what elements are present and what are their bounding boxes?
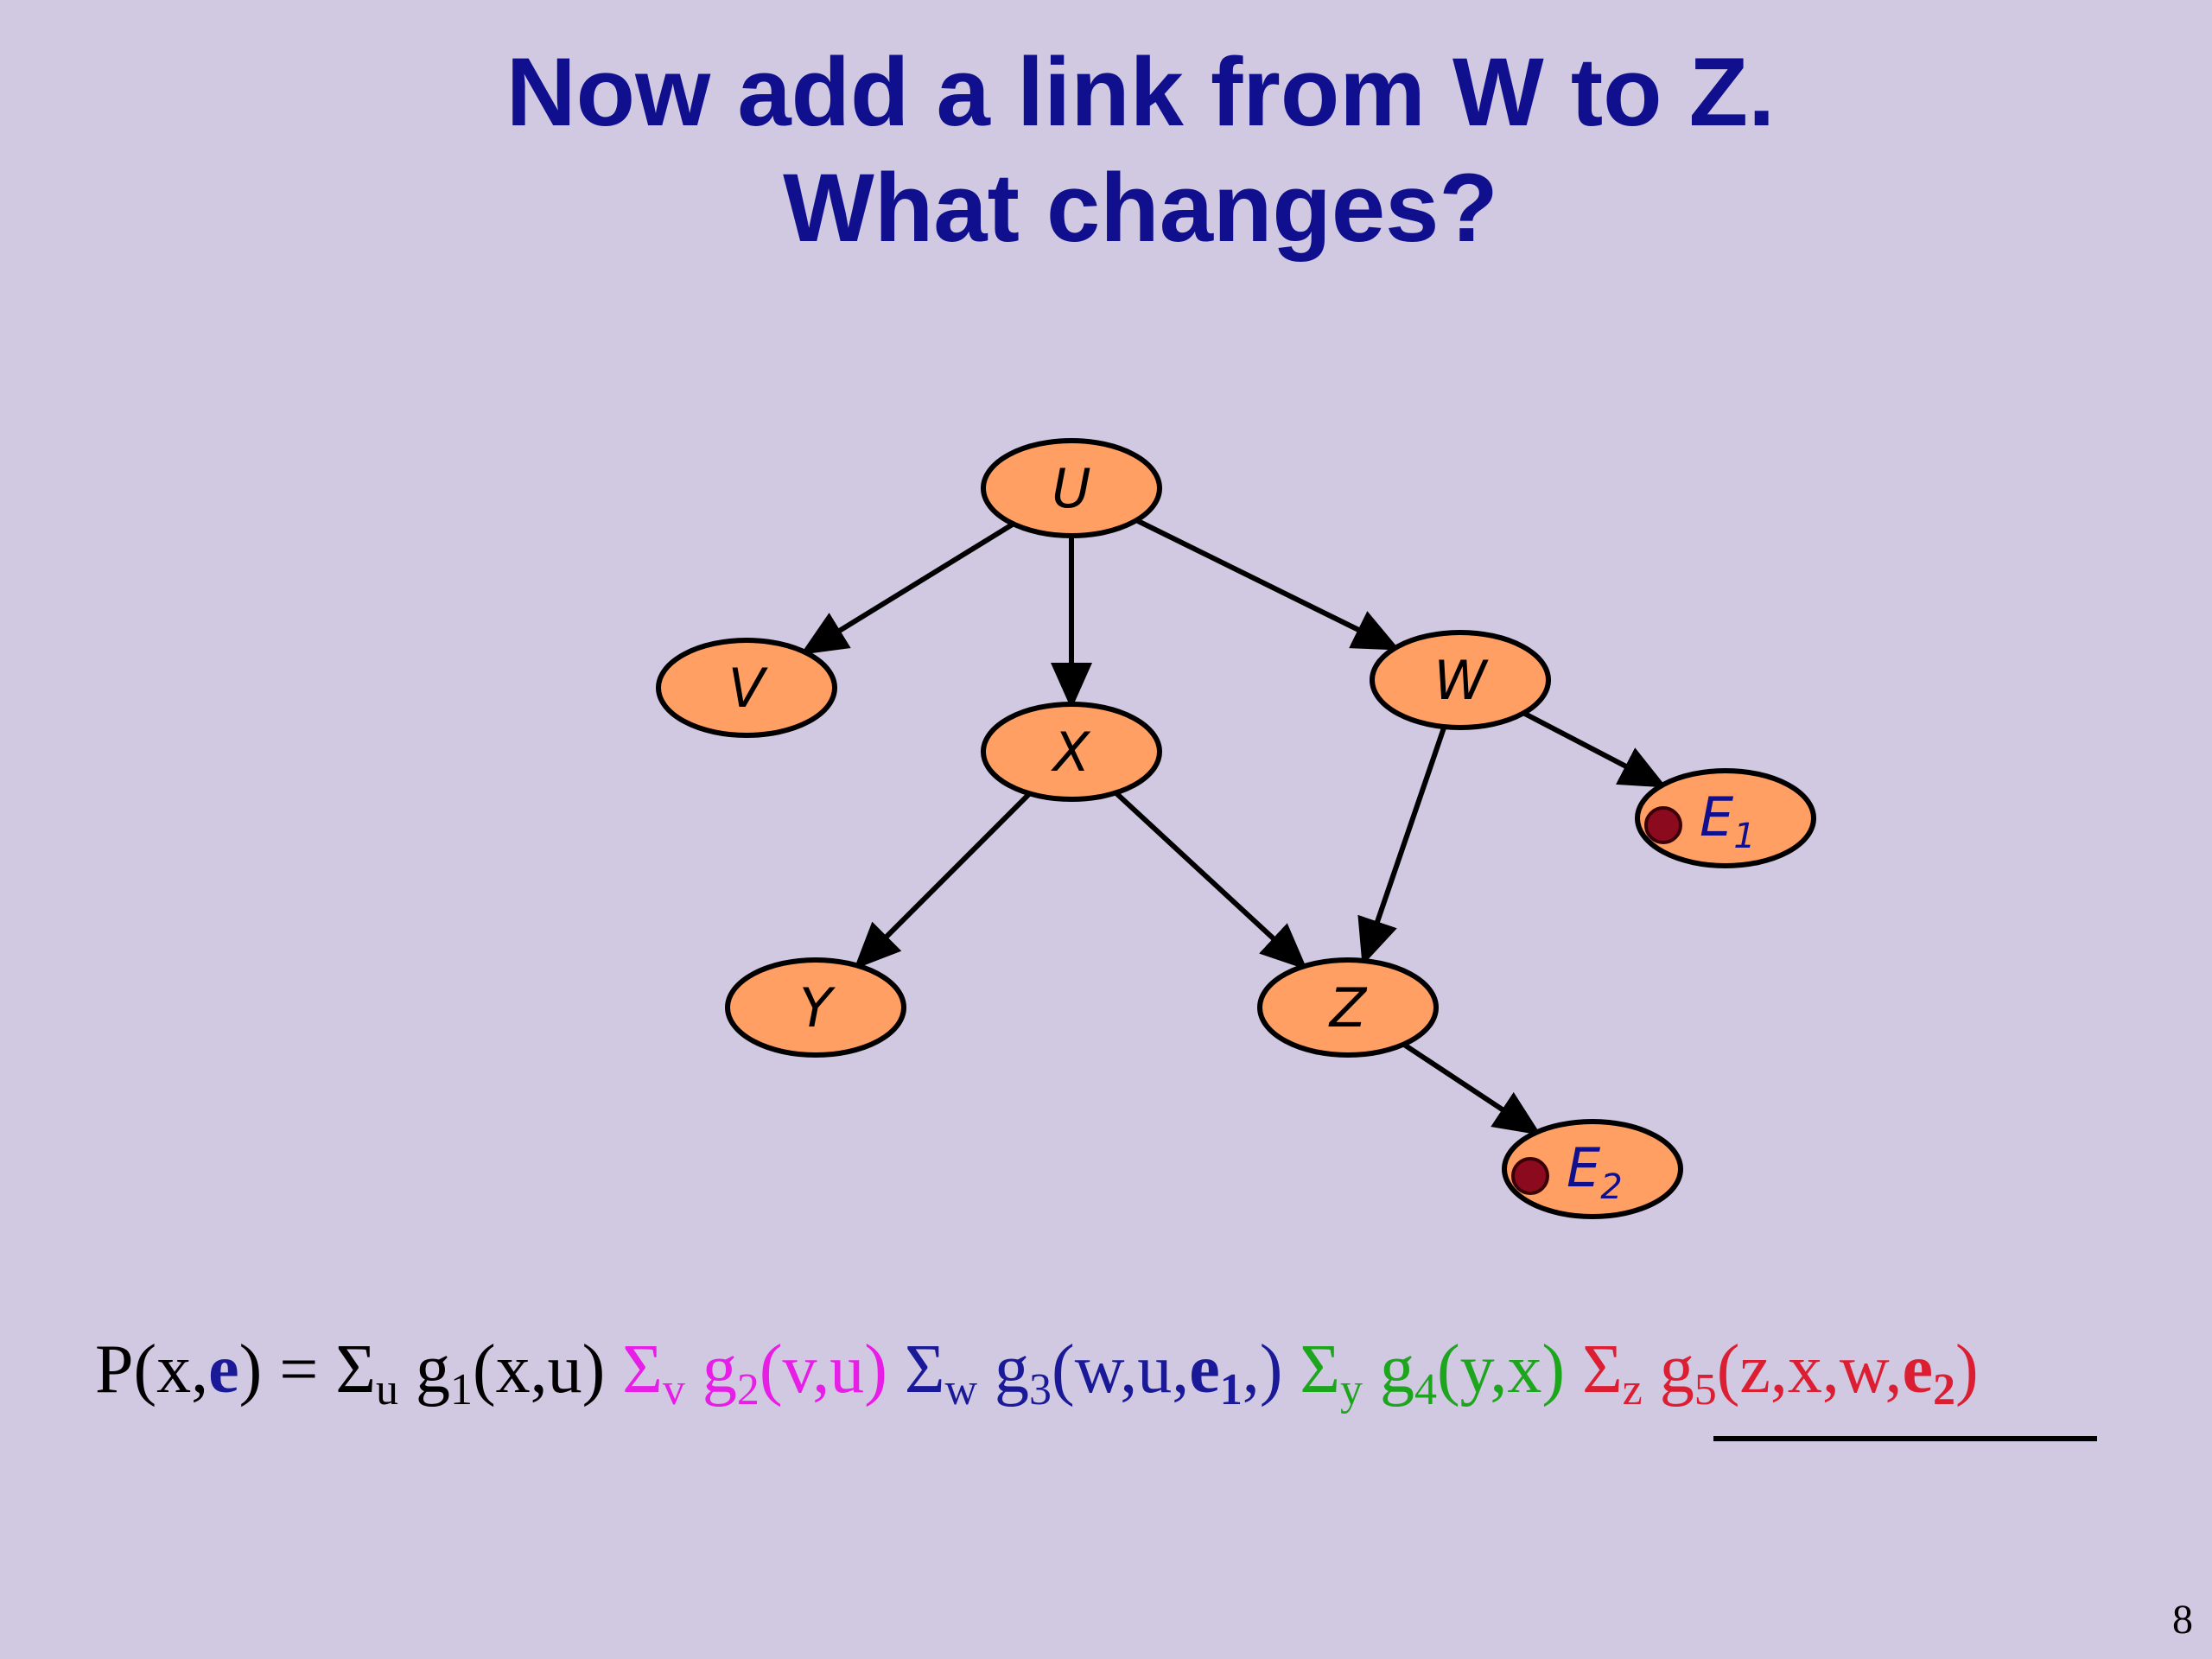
formula-term-p: P(x,e) = bbox=[95, 1332, 336, 1408]
edge-x-to-y bbox=[854, 791, 1032, 969]
node-label: U bbox=[1052, 457, 1090, 520]
formula-term-3: Σw g3(w,u,e1,) bbox=[904, 1332, 1300, 1414]
edge-x-to-z bbox=[1114, 791, 1308, 970]
node-e1: E1 bbox=[1635, 768, 1816, 868]
node-label: Y bbox=[799, 976, 836, 1039]
node-label: Z bbox=[1328, 976, 1368, 1039]
node-ellipse bbox=[981, 702, 1162, 802]
edge-w-to-z bbox=[1357, 726, 1447, 966]
edge-z-to-e2 bbox=[1402, 1042, 1541, 1135]
node-ellipse bbox=[1370, 630, 1551, 730]
node-u: U bbox=[981, 438, 1162, 538]
evidence-dot-icon bbox=[1511, 1157, 1549, 1195]
node-x: X bbox=[981, 702, 1162, 802]
node-label: V bbox=[728, 657, 769, 720]
node-e2: E2 bbox=[1502, 1119, 1683, 1219]
edge-w-to-e1 bbox=[1522, 710, 1667, 788]
node-ellipse bbox=[1502, 1119, 1683, 1219]
nodes: U V X W E1Y Z E2 bbox=[656, 438, 1816, 1219]
title-line-1: Now add a link from W to Z. bbox=[505, 38, 1776, 146]
node-ellipse bbox=[981, 438, 1162, 538]
slide-title: Now add a link from W to Z. What changes… bbox=[0, 35, 2212, 266]
page-number: 8 bbox=[2172, 1597, 2193, 1643]
edges bbox=[800, 518, 1667, 1135]
node-ellipse bbox=[1635, 768, 1816, 868]
node-ellipse bbox=[656, 638, 837, 738]
factorization-formula: P(x,e) = Σu g1(x,u) Σv g2(v,u) Σw g3(w,u… bbox=[95, 1322, 2169, 1417]
formula-term-2: Σv g2(v,u) bbox=[622, 1332, 905, 1414]
changed-term-underline bbox=[1713, 1436, 2097, 1441]
title-line-2: What changes? bbox=[783, 154, 1498, 262]
edge-u-to-w bbox=[1135, 518, 1401, 651]
node-label: X bbox=[1051, 721, 1091, 784]
node-w: W bbox=[1370, 630, 1551, 730]
edge-u-to-v bbox=[800, 521, 1015, 655]
node-ellipse bbox=[1257, 957, 1439, 1058]
node-v: V bbox=[656, 638, 837, 738]
formula-term-1: Σu g1(x,u) bbox=[335, 1332, 623, 1414]
formula-term-4: Σy g4(y,x) bbox=[1300, 1332, 1583, 1414]
evidence-dot-icon bbox=[1644, 806, 1682, 844]
node-z: Z bbox=[1257, 957, 1439, 1058]
node-ellipse bbox=[725, 957, 906, 1058]
node-label: W bbox=[1433, 649, 1489, 712]
node-y: Y bbox=[725, 957, 906, 1058]
formula-term-5: Σz g5(z,x,w,e2) bbox=[1582, 1332, 1979, 1414]
